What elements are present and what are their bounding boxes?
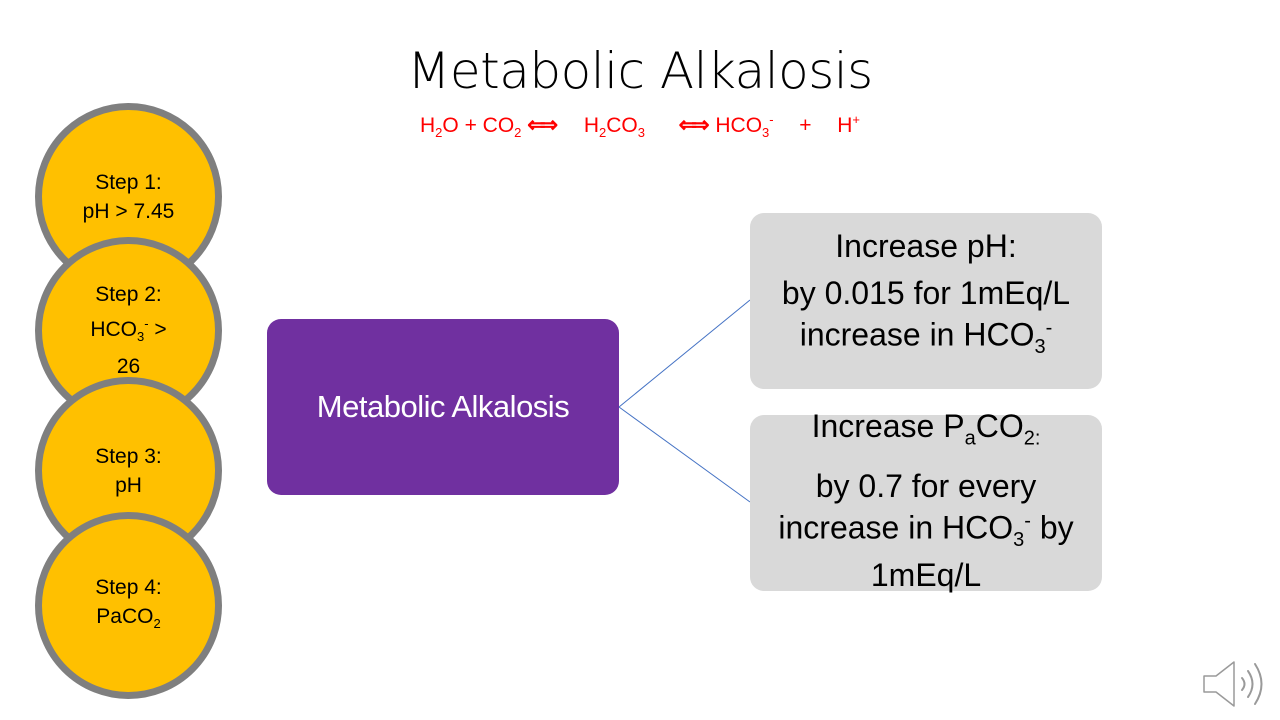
- step-2-criterion: HCO3- >: [90, 316, 167, 345]
- step-1-criterion: pH > 7.45: [82, 199, 175, 223]
- h2o: H2O: [419, 114, 459, 141]
- step-4-circle: Step 4: PaCO2: [35, 512, 222, 699]
- increase-paco2-detail-1: by 0.7 for every: [815, 467, 1037, 504]
- center-box-label: Metabolic Alkalosis: [316, 389, 570, 424]
- h-plus: H+: [837, 112, 861, 137]
- step-3-criterion: pH: [115, 473, 142, 497]
- step-1-label: Step 1:: [95, 170, 162, 194]
- double-arrow-icon: ⇐⇒: [527, 112, 558, 137]
- increase-paco2-detail-3: 1mEq/L: [870, 556, 982, 593]
- increase-ph-detail-2: increase in HCO3-: [799, 316, 1053, 359]
- increase-paco2-heading: Increase PaCO2:: [811, 408, 1041, 450]
- double-arrow-icon: ⇐⇒: [678, 112, 710, 137]
- increase-paco2-box: Increase PaCO2: by 0.7 for every increas…: [750, 409, 1102, 593]
- connector-bottom: [618, 406, 751, 503]
- plus-sign: +: [464, 114, 477, 137]
- step-4-label: Step 4:: [95, 575, 162, 599]
- h2co3: H2CO3: [583, 114, 645, 141]
- step-3-label: Step 3:: [95, 444, 162, 468]
- slide-title: Metabolic Alkalosis: [407, 42, 873, 100]
- speaker-icon[interactable]: [1200, 656, 1272, 712]
- chemical-equation: H2O + CO2 ⇐⇒ H2CO3 ⇐⇒ HCO3- + H+: [0, 112, 1280, 140]
- step-2-value: 26: [116, 354, 141, 378]
- increase-paco2-detail-2: increase in HCO3- by: [778, 509, 1074, 551]
- increase-ph-heading: Increase pH:: [835, 227, 1017, 264]
- increase-ph-detail-1: by 0.015 for 1mEq/L: [781, 274, 1071, 311]
- step-4-criterion: PaCO2: [96, 604, 161, 632]
- co2: CO2: [482, 114, 522, 141]
- plus-sign: +: [799, 114, 812, 137]
- connector-top: [618, 299, 751, 408]
- hco3: HCO3-: [715, 112, 774, 141]
- metabolic-alkalosis-box: Metabolic Alkalosis: [267, 319, 619, 495]
- step-2-label: Step 2:: [95, 283, 162, 307]
- increase-ph-box: Increase pH: by 0.015 for 1mEq/L increas…: [750, 213, 1102, 389]
